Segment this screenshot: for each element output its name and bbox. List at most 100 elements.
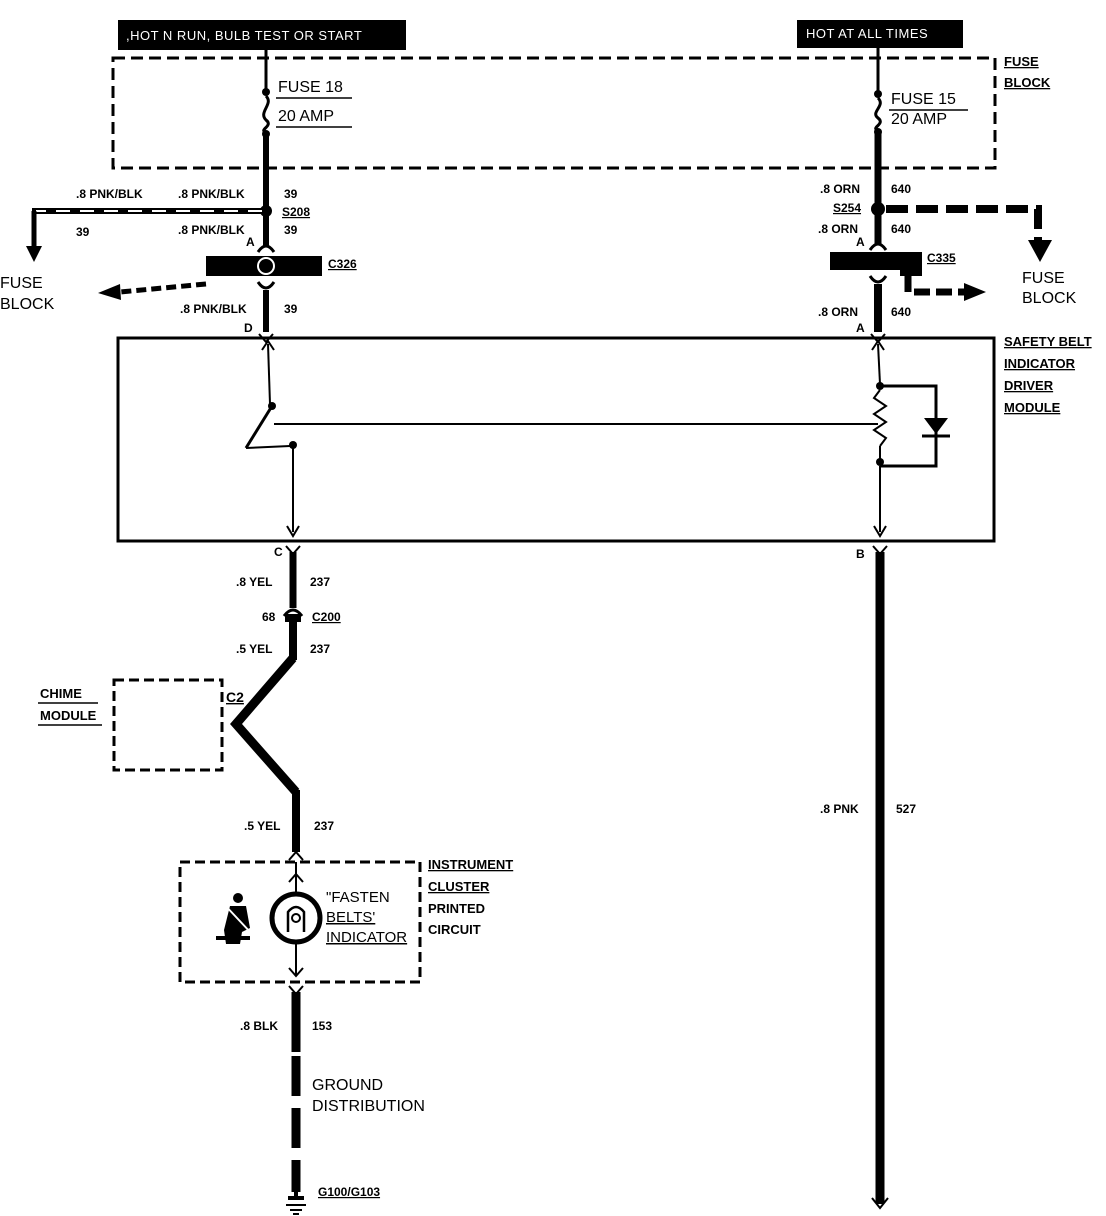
right-pin-a2: A	[856, 321, 865, 335]
ground-distribution-line1: GROUND	[312, 1077, 383, 1094]
wire-237-label2: .5 YEL	[236, 642, 272, 656]
module-output-b-arrow-icon	[873, 525, 887, 538]
splice-s254-label: S254	[833, 201, 861, 215]
right-wire-bottom-label: .8 ORN	[818, 305, 858, 319]
ic-label-line4: CIRCUIT	[428, 922, 481, 937]
circuit-237-label1: 237	[310, 575, 330, 589]
module-label-line4: MODULE	[1004, 400, 1061, 415]
left-pin-d: D	[244, 321, 253, 335]
left-wire-top-label: .8 PNK/BLK	[178, 187, 245, 201]
fuse-block-title-line1: FUSE	[1004, 54, 1039, 69]
chime-label-line2: MODULE	[40, 708, 97, 723]
c326-terminal-bottom-icon	[256, 281, 276, 290]
splice-s208-label: S208	[282, 205, 310, 219]
module-left-input-wire	[267, 343, 271, 405]
c335-connector-body	[830, 252, 922, 270]
chime-module-outline	[112, 678, 224, 772]
indicator-label-line3: INDICATOR	[326, 929, 407, 946]
ic-label-line3: PRINTED	[428, 901, 485, 916]
resistor-icon	[872, 389, 888, 447]
left-circuit-top-label: 39	[284, 187, 298, 201]
c335-connector-tab	[900, 262, 922, 276]
relay-contact-arm	[244, 405, 274, 449]
ground-distribution-line2: DISTRIBUTION	[312, 1098, 425, 1115]
fuse18-terminal-top	[262, 88, 270, 96]
left-circuit-mid-label: 39	[284, 223, 298, 237]
indicator-label-line1: "FASTEN	[326, 889, 390, 906]
ic-label-line2: CLUSTER	[428, 879, 490, 894]
relay-contact-no	[289, 441, 297, 449]
right-pin-a: A	[856, 235, 865, 249]
header-right-bar	[797, 20, 963, 48]
c335-label: C335	[927, 251, 956, 265]
diode-icon	[924, 418, 948, 434]
c335-branch-arrow-icon	[964, 283, 986, 301]
c335-branch-wire	[904, 276, 966, 296]
c200-label: C200	[312, 610, 341, 624]
circuit-527-label: 527	[896, 802, 916, 816]
header-right-label: HOT AT ALL TIMES	[806, 26, 928, 41]
ground-ref-label: G100/G103	[318, 1185, 380, 1199]
fuse18-name: FUSE 18	[278, 79, 343, 96]
bulb-icon	[269, 891, 323, 945]
module-label-line2: INDICATOR	[1004, 356, 1076, 371]
module-label-line1: SAFETY BELT	[1004, 334, 1092, 349]
c326-branch-wire	[119, 281, 207, 295]
wire-237-chime-tap	[230, 655, 300, 795]
fuse15-name: FUSE 15	[891, 91, 956, 108]
left-pin-a: A	[246, 235, 255, 249]
left-wire-bottom-label: .8 PNK/BLK	[180, 302, 247, 316]
c326-pin-ring	[257, 257, 275, 275]
driver-module-outline	[116, 336, 996, 543]
fuse15-element-icon	[874, 96, 882, 132]
wire-237-label1: .8 YEL	[236, 575, 272, 589]
module-input-a-arrow-icon	[871, 339, 885, 351]
s254-branch-arrow-icon	[1028, 240, 1052, 262]
wire-237-label3: .5 YEL	[244, 819, 280, 833]
left-wire-mid-label: .8 PNK/BLK	[178, 223, 245, 237]
chime-label-line1: CHIME	[40, 686, 82, 701]
circuit-237-label2: 237	[310, 642, 330, 656]
c326-connector-body	[206, 256, 322, 276]
c326-label: C326	[328, 257, 357, 271]
fuse18-rating: 20 AMP	[278, 108, 334, 125]
module-label-line3: DRIVER	[1004, 378, 1054, 393]
right-fuse-block-line2: BLOCK	[1022, 290, 1077, 307]
left-circuit-bottom-label: 39	[284, 302, 298, 316]
fuse18-element-icon	[262, 94, 270, 134]
wire-153-label: .8 BLK	[240, 1019, 278, 1033]
seat-belt-icon	[216, 893, 253, 944]
instrument-cluster-outline	[178, 860, 422, 984]
left-branch-wire-label: .8 PNK/BLK	[76, 187, 143, 201]
circuit-237-label3: 237	[314, 819, 334, 833]
fuse-block-title-line2: BLOCK	[1004, 75, 1051, 90]
bulb-filament-loop	[291, 913, 301, 923]
ic-inner-arrow-icon	[288, 872, 304, 883]
right-wire-mid-label: .8 ORN	[818, 222, 858, 236]
indicator-label-line2: BELTS'	[326, 909, 375, 926]
c200-connector-body	[285, 614, 301, 622]
c200-pin-label: 68	[262, 610, 276, 624]
header-left-bar	[118, 20, 406, 50]
right-wire-top-label: .8 ORN	[820, 182, 860, 196]
splice-s254-dot	[871, 202, 885, 216]
s254-branch-wire	[886, 205, 1042, 240]
c335-terminal-top-icon	[868, 242, 888, 251]
ground-symbol-icon	[286, 1192, 306, 1215]
header-left-label: ,HOT N RUN, BULB TEST OR START	[126, 28, 362, 43]
right-circuit-bottom-label: 640	[891, 305, 911, 319]
module-pin-c: C	[274, 545, 283, 559]
ic-input-arrow-icon	[288, 850, 304, 861]
c326-terminal-top-icon	[256, 244, 276, 253]
left-fuse-block-line2: BLOCK	[0, 296, 55, 313]
ic-label-line1: INSTRUMENT	[428, 857, 513, 872]
right-fuse-block-line1: FUSE	[1022, 270, 1065, 287]
module-pin-b: B	[856, 547, 865, 561]
module-output-c-arrow-icon	[286, 525, 300, 538]
c335-terminal-bottom-icon	[868, 275, 888, 284]
wire-527-label: .8 PNK	[820, 802, 859, 816]
chime-pin-label: C2	[226, 689, 244, 705]
fuse-block-outline	[111, 56, 997, 170]
c326-branch-arrow-icon	[98, 284, 121, 300]
